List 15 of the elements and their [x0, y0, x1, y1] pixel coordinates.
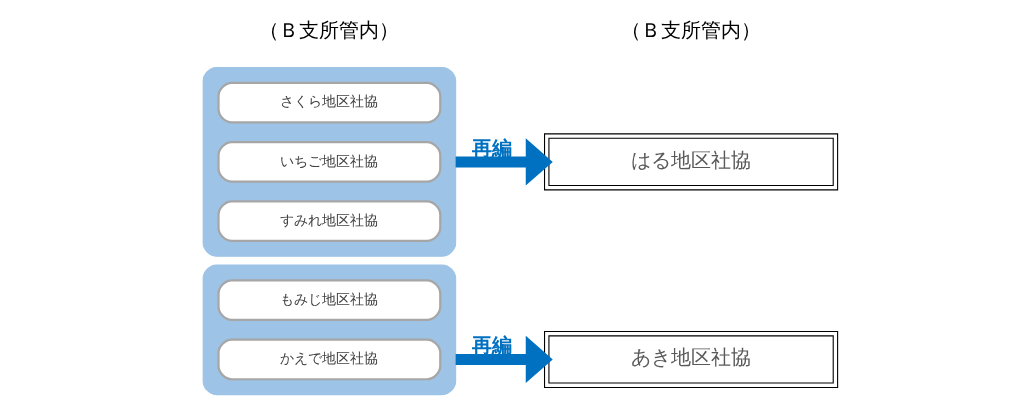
cluster — [202, 66, 457, 257]
node-box: あき地区社協 — [544, 330, 839, 388]
arrow — [455, 335, 553, 384]
node-box: いちご地区社協 — [217, 141, 442, 183]
edge-label: 再編 — [472, 334, 513, 358]
node-box: さくら地区社協 — [217, 81, 442, 124]
node-box: すみれ地区社協 — [217, 200, 442, 243]
label: （Ｂ支所管内） — [259, 19, 400, 43]
node-box: かえで地区社協 — [217, 338, 442, 381]
label: （Ｂ支所管内） — [621, 19, 762, 43]
node-box: もみじ地区社協 — [217, 279, 442, 322]
cluster — [202, 264, 457, 396]
arrow — [455, 138, 553, 186]
node-box: はる地区社協 — [544, 133, 839, 191]
edge-label: 再編 — [472, 136, 513, 160]
